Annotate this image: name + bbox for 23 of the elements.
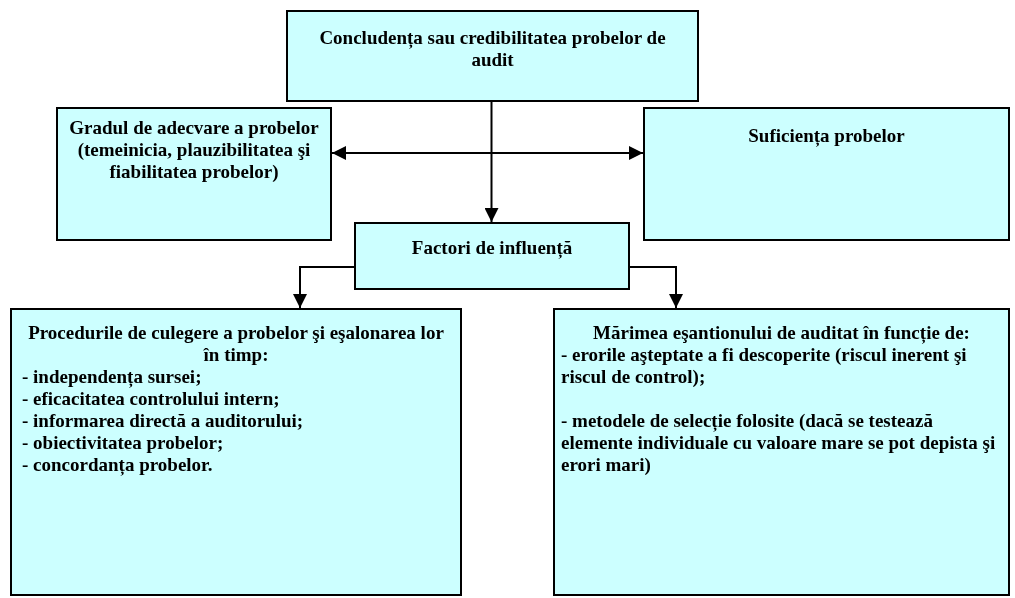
list-item: - eficacitatea controlului intern; [22,388,281,410]
process-box [354,222,630,290]
box-text: Gradul de adecvare a probelor (temeinicia, plauzibilitatea şi fiabilitatea probelor) [68,117,320,183]
list-item: - informarea directă a auditorului; [22,410,305,432]
process-box [56,107,332,241]
arrow [293,265,355,309]
list-item: - erorile aşteptate a fi descoperite (riscul inerent şi riscul de control); [561,344,968,388]
box-text: Suficiența probelor [747,125,906,147]
process-box [553,308,1010,596]
process-box [643,107,1010,241]
box-heading: Mărimea eşantionului de auditat în funcție de: [592,322,971,344]
process-box [286,10,699,102]
arrow [484,101,499,223]
list-item: - metodele de selecție folosite (dacă se testează elemente individuale cu valoare mare se pot depista şi erori mari) [561,410,997,476]
arrow [629,265,683,309]
box-text: Factori de influență [410,237,574,259]
list-item: - concordanța probelor. [22,454,214,476]
box-text: Concludența sau credibilitatea probelor de audit [318,27,667,71]
list-item: - independența sursei; [22,366,203,388]
box-heading: Procedurile de culegere a probelor şi eşalonarea lor în timp: [27,322,445,366]
process-box [10,308,462,596]
arrow [331,146,644,160]
list-item: - obiectivitatea probelor; [22,432,225,454]
